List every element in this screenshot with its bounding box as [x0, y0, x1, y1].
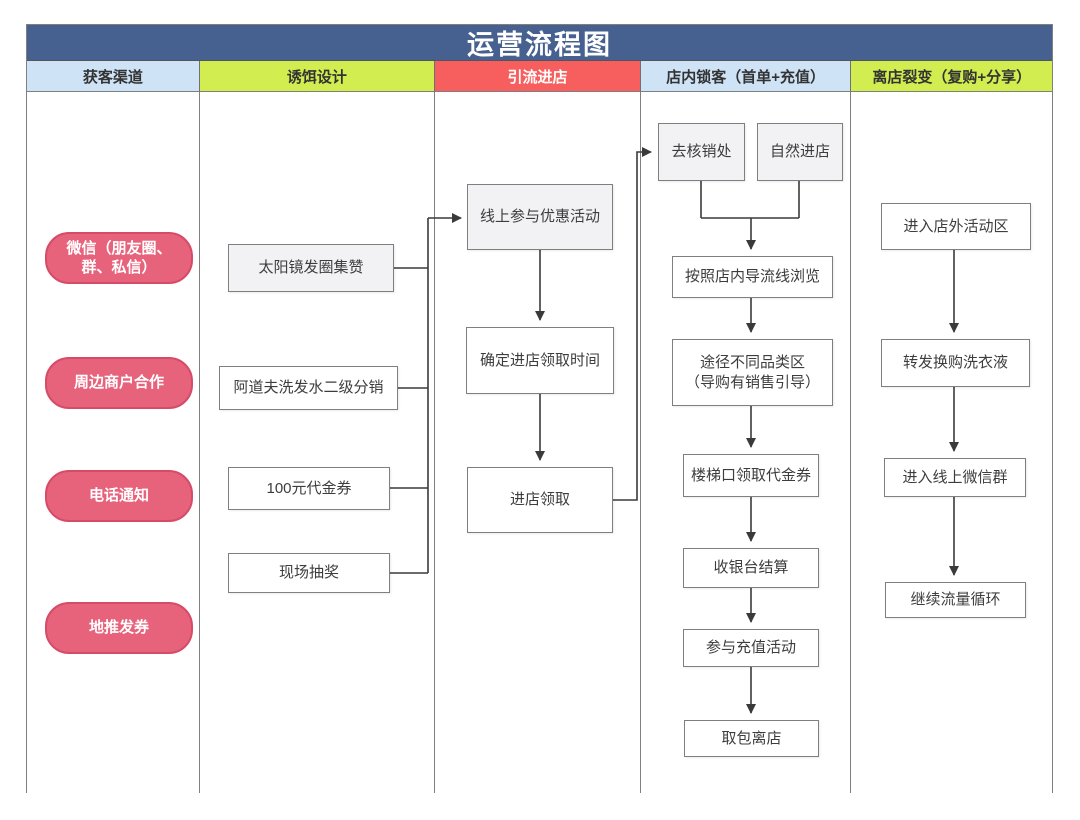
- column-instore-lock: [640, 92, 852, 793]
- flow-node-cashier-checkout: 收银台结算: [683, 548, 819, 588]
- flow-node-detergent-swap: 转发换购洗衣液: [881, 339, 1030, 387]
- column-header-row: 获客渠道 诱饵设计 引流进店 店内锁客（首单+充值） 离店裂变（复购+分享）: [27, 61, 1052, 92]
- flowchart-frame: 运营流程图 获客渠道 诱饵设计 引流进店 店内锁客（首单+充值） 离店裂变（复购…: [26, 24, 1053, 793]
- flow-node-outside-activity-zone: 进入店外活动区: [881, 203, 1031, 250]
- flow-node-stair-voucher: 楼梯口领取代金券: [683, 454, 819, 497]
- flow-node-sunglasses-likes: 太阳镜发圈集赞: [228, 244, 394, 292]
- flow-node-natural-entry: 自然进店: [757, 123, 843, 181]
- flow-node-confirm-pickup-time: 确定进店领取时间: [466, 327, 614, 394]
- flow-node-category-zones: 途径不同品类区 （导购有销售引导）: [672, 339, 833, 406]
- header-instore-lock: 店内锁客（首单+充值）: [640, 61, 852, 92]
- flow-node-nearby-merchants: 周边商户合作: [45, 357, 193, 409]
- flow-node-recharge-activity: 参与充值活动: [683, 629, 819, 667]
- flow-node-traffic-loop: 继续流量循环: [885, 582, 1026, 618]
- flow-node-browse-route: 按照店内导流线浏览: [672, 256, 833, 298]
- flow-node-phone-notify: 电话通知: [45, 470, 193, 522]
- diagram-title: 运营流程图: [27, 25, 1052, 61]
- flow-node-wechat-channel: 微信（朋友圈、 群、私信）: [45, 232, 193, 284]
- header-bait-design: 诱饵设计: [199, 61, 436, 92]
- flow-node-online-activity: 线上参与优惠活动: [467, 184, 613, 250]
- header-fission: 离店裂变（复购+分享）: [851, 61, 1052, 92]
- flow-node-leave-store: 取包离店: [684, 720, 819, 757]
- column-fission: [851, 92, 1052, 793]
- flow-node-adolph-distribution: 阿道夫洗发水二级分销: [219, 366, 398, 410]
- flow-node-100yuan-voucher: 100元代金券: [228, 467, 390, 510]
- flow-node-online-wechat-group: 进入线上微信群: [884, 458, 1026, 497]
- column-acquisition-channels: [27, 92, 200, 793]
- flow-node-ground-flyers: 地推发券: [45, 602, 193, 654]
- flow-node-onsite-lottery: 现场抽奖: [228, 553, 390, 593]
- flow-node-store-collect: 进店领取: [467, 467, 613, 533]
- header-inflow-to-store: 引流进店: [435, 61, 641, 92]
- column-bait-design: [199, 92, 436, 793]
- header-acquisition-channels: 获客渠道: [27, 61, 200, 92]
- flow-node-redeem-desk: 去核销处: [658, 123, 745, 181]
